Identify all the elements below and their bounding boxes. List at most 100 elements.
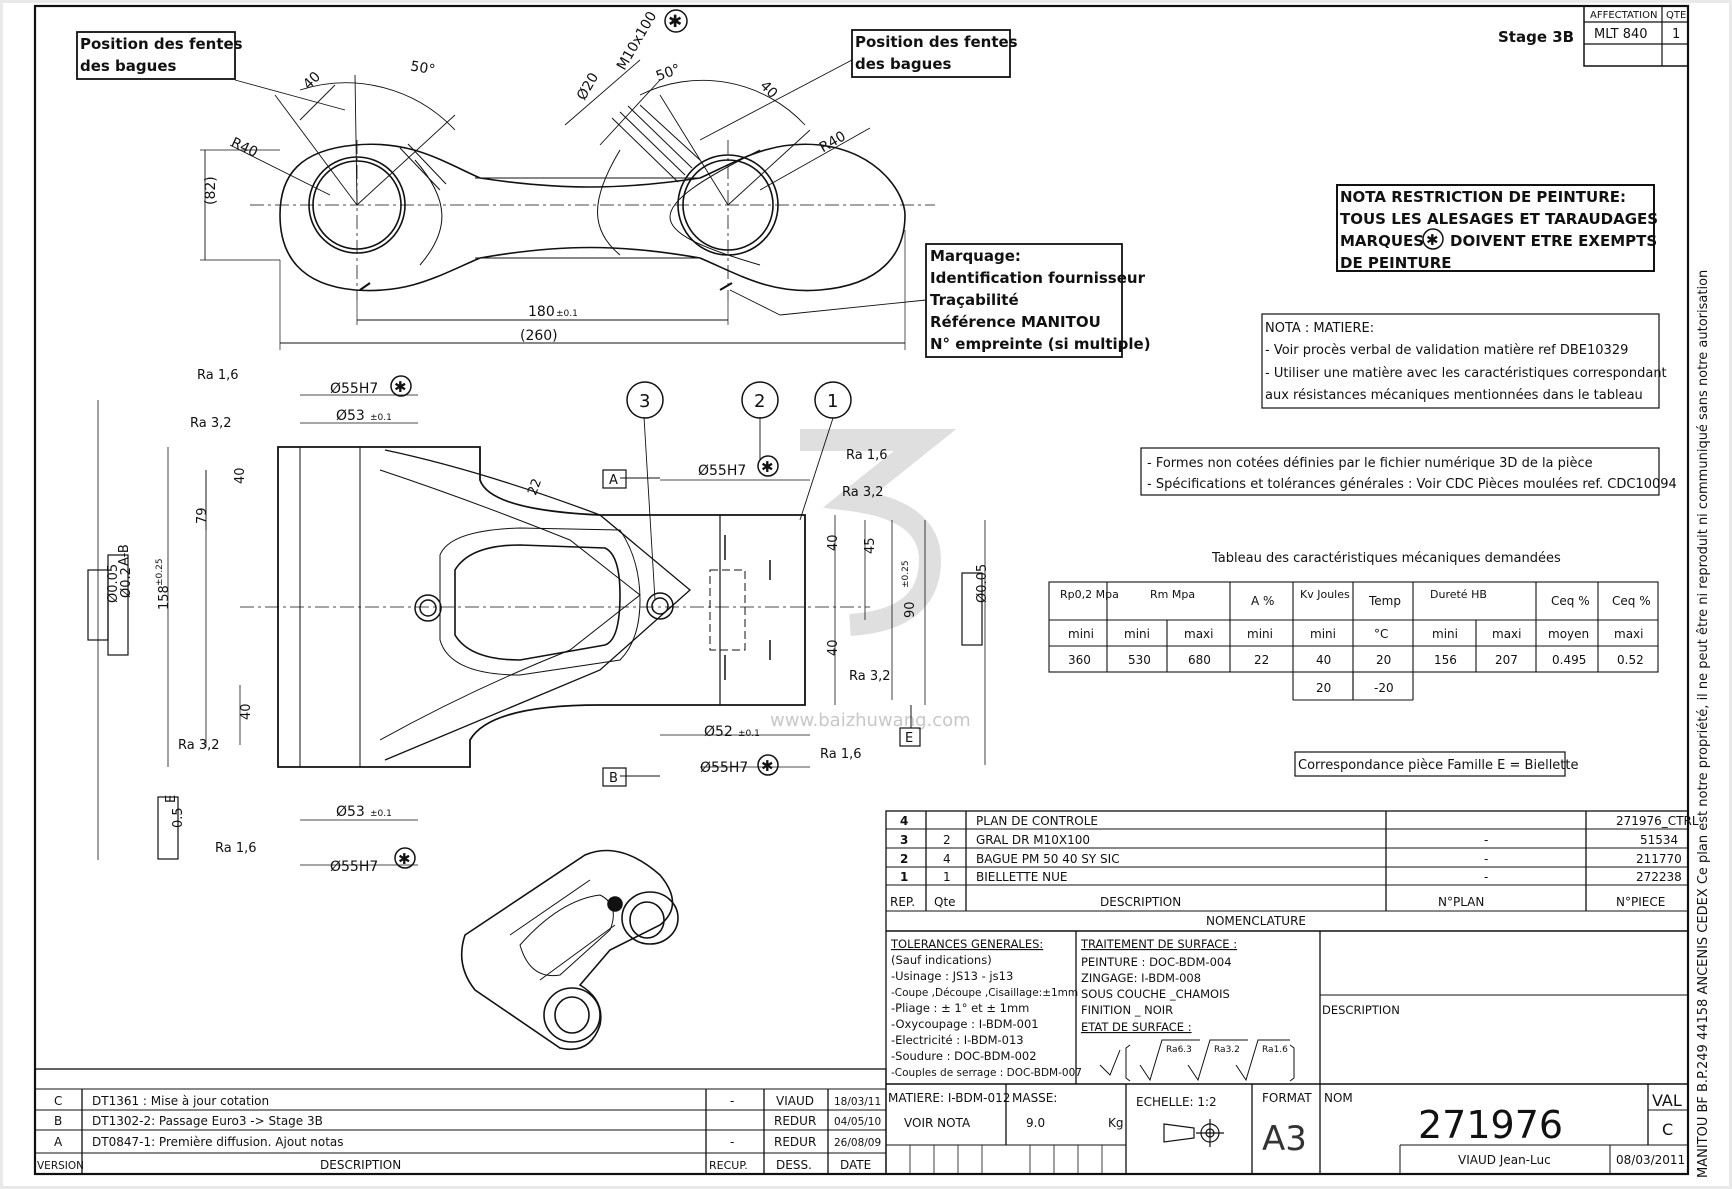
svg-text:2: 2 xyxy=(943,833,951,847)
top-view xyxy=(200,59,935,350)
svg-text:- Formes non cotées définies p: - Formes non cotées définies par le fich… xyxy=(1147,456,1593,471)
svg-text:mini: mini xyxy=(1310,627,1336,641)
stage-label: Stage 3B xyxy=(1498,28,1574,46)
svg-text:272238: 272238 xyxy=(1636,870,1682,884)
isometric-view xyxy=(460,849,679,1050)
gdt-frame-left: Ø0.05 Ø0.2 A-B 0.5 E xyxy=(87,544,186,860)
svg-text:(82): (82) xyxy=(203,176,219,205)
svg-text:mini: mini xyxy=(1432,627,1458,641)
svg-text:Ø0.05: Ø0.05 xyxy=(106,564,121,603)
svg-text:4: 4 xyxy=(900,814,908,828)
svg-text:0.5: 0.5 xyxy=(171,807,186,828)
svg-text:DESCRIPTION: DESCRIPTION xyxy=(1100,895,1181,909)
svg-text:45: 45 xyxy=(863,537,878,554)
svg-text:NOM: NOM xyxy=(1324,1091,1353,1105)
svg-text:Ceq %: Ceq % xyxy=(1612,594,1651,608)
svg-text:E: E xyxy=(905,731,913,746)
svg-text:1: 1 xyxy=(900,870,908,884)
svg-text:Ra 1,6: Ra 1,6 xyxy=(197,368,239,383)
svg-text:Position des fentes: Position des fentes xyxy=(80,35,243,53)
svg-text:22: 22 xyxy=(1254,653,1269,667)
vertical-copyright-note: MANITOU BF B.P.249 44158 ANCENIS CEDEX C… xyxy=(1696,270,1711,1178)
svg-text:158: 158 xyxy=(157,585,172,610)
svg-text:2: 2 xyxy=(900,852,908,866)
svg-text:Traçabilité: Traçabilité xyxy=(930,291,1019,309)
svg-text:9.0: 9.0 xyxy=(1026,1116,1045,1130)
svg-text:Ø55H7: Ø55H7 xyxy=(700,760,748,776)
svg-text:50°: 50° xyxy=(654,61,683,85)
title-block: MATIERE: I-BDM-012 VOIR NOTA MASSE: 9.0 … xyxy=(885,1083,1689,1175)
front-view-dimensions: Ra 1,6 Ra 3,2 Ra 3,2 Ra 1,6 Ra 1,6 Ra 3,… xyxy=(155,368,918,875)
svg-text:4: 4 xyxy=(943,852,951,866)
svg-text:2: 2 xyxy=(754,391,765,412)
svg-text:NOTA : MATIERE:: NOTA : MATIERE: xyxy=(1265,321,1374,336)
svg-text:PEINTURE : DOC-BDM-004: PEINTURE : DOC-BDM-004 xyxy=(1081,955,1232,969)
svg-text:Ra 1,6: Ra 1,6 xyxy=(215,841,257,856)
svg-text:Ra3.2: Ra3.2 xyxy=(1214,1045,1240,1055)
svg-text:B: B xyxy=(609,771,618,786)
svg-text:180: 180 xyxy=(528,304,555,320)
svg-text:N°PLAN: N°PLAN xyxy=(1438,895,1484,909)
svg-text:Tableau des caractéristiques m: Tableau des caractéristiques mécaniques … xyxy=(1211,551,1561,566)
svg-text:BIELLETTE NUE: BIELLETTE NUE xyxy=(976,870,1068,884)
svg-text:51534: 51534 xyxy=(1640,833,1678,847)
svg-text:DESCRIPTION: DESCRIPTION xyxy=(1322,1003,1400,1017)
svg-text:Identification fournisseur: Identification fournisseur xyxy=(930,269,1146,287)
svg-text:A-B: A-B xyxy=(117,544,132,566)
svg-text:mini: mini xyxy=(1247,627,1273,641)
svg-text:REP.: REP. xyxy=(890,895,915,909)
svg-text:Ø55H7: Ø55H7 xyxy=(330,381,378,397)
svg-text:-20: -20 xyxy=(1374,681,1394,695)
svg-text:✱: ✱ xyxy=(668,12,682,32)
svg-text:18/03/11: 18/03/11 xyxy=(834,1096,881,1108)
svg-text:VERSION: VERSION xyxy=(37,1160,84,1172)
svg-text:90: 90 xyxy=(903,601,918,618)
paint-restriction-note: NOTA RESTRICTION DE PEINTURE: TOUS LES A… xyxy=(1336,184,1658,272)
svg-text:maxi: maxi xyxy=(1184,627,1213,641)
svg-text:TOLERANCES GENERALES:: TOLERANCES GENERALES: xyxy=(890,937,1043,951)
svg-text:50°: 50° xyxy=(409,58,436,78)
svg-text:3: 3 xyxy=(900,833,908,847)
svg-text:±0.25: ±0.25 xyxy=(901,560,911,588)
svg-text:-Coupe ,Découpe ,Cisaillage:±1: -Coupe ,Découpe ,Cisaillage:±1mm xyxy=(891,987,1078,999)
svg-text:NOTA RESTRICTION DE PEINTURE:: NOTA RESTRICTION DE PEINTURE: xyxy=(1340,188,1626,206)
gdt-frame-right: Ø0.05 xyxy=(961,564,990,646)
svg-text:N° empreinte (si multiple): N° empreinte (si multiple) xyxy=(930,335,1151,353)
asterisk-symbol-icon: ✱ ✱ ✱ ✱ xyxy=(390,375,779,869)
svg-text:40: 40 xyxy=(1316,653,1331,667)
svg-text:Kv Joules: Kv Joules xyxy=(1300,588,1350,601)
svg-text:-: - xyxy=(730,1135,734,1149)
svg-text:207: 207 xyxy=(1495,653,1518,667)
svg-text:E: E xyxy=(164,795,179,803)
svg-text:-: - xyxy=(1484,833,1488,847)
svg-text:1: 1 xyxy=(827,391,838,412)
svg-text:±0.1: ±0.1 xyxy=(370,809,392,819)
svg-text:1: 1 xyxy=(1672,27,1680,42)
svg-text:DT1302-2: Passage Euro3 -> Sta: DT1302-2: Passage Euro3 -> Stage 3B xyxy=(92,1114,323,1128)
svg-text:FINITION _ NOIR: FINITION _ NOIR xyxy=(1081,1003,1173,1017)
svg-text:✱: ✱ xyxy=(398,850,411,868)
svg-text:DT0847-1: Première diffusion.: DT0847-1: Première diffusion. Ajout nota… xyxy=(92,1135,344,1149)
svg-text:NOMENCLATURE: NOMENCLATURE xyxy=(1206,914,1306,928)
svg-text:- Spécifications et tolérances: - Spécifications et tolérances générales… xyxy=(1147,477,1677,492)
svg-text:530: 530 xyxy=(1128,653,1151,667)
svg-text:Rp0,2 Mpa: Rp0,2 Mpa xyxy=(1060,588,1119,601)
svg-text:20: 20 xyxy=(1316,681,1331,695)
svg-text:Ra 3,2: Ra 3,2 xyxy=(178,738,220,753)
svg-text:-Couples de serrage : DOC-BDM-: -Couples de serrage : DOC-BDM-007 xyxy=(891,1067,1082,1079)
svg-text:VAL: VAL xyxy=(1652,1091,1682,1110)
item-bubble-2: 2 xyxy=(741,381,779,419)
svg-text:26/08/09: 26/08/09 xyxy=(834,1137,881,1149)
svg-text:DOIVENT ETRE EXEMPTS: DOIVENT ETRE EXEMPTS xyxy=(1450,232,1657,250)
svg-text:-Usinage : JS13 - js13: -Usinage : JS13 - js13 xyxy=(891,969,1013,983)
svg-text:MASSE:: MASSE: xyxy=(1012,1091,1057,1105)
svg-text:22: 22 xyxy=(525,477,545,498)
svg-text:40: 40 xyxy=(826,639,841,656)
item-bubble-1: 1 xyxy=(814,381,852,419)
svg-text:mini: mini xyxy=(1124,627,1150,641)
tolerances-block: TOLERANCES GENERALES: (Sauf indications)… xyxy=(885,930,1689,1085)
svg-text:-: - xyxy=(730,1094,734,1108)
projection-symbol-icon xyxy=(1163,1119,1224,1147)
svg-text:✱: ✱ xyxy=(761,757,774,775)
svg-text:20: 20 xyxy=(1376,653,1391,667)
